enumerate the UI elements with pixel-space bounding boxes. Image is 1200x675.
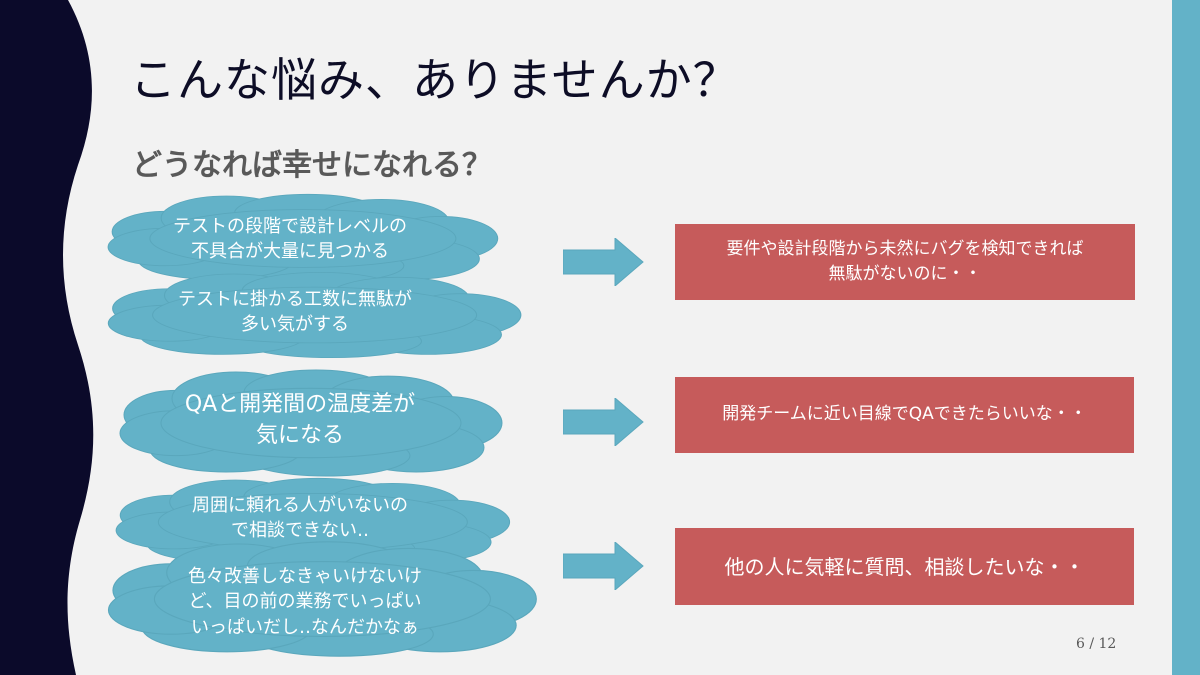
slide-subtitle: どうなれば幸せになれる？ <box>132 148 492 183</box>
worry-text-3: QAと開発間の温度差が 気になる <box>184 392 416 448</box>
page-number: 6 / 12 <box>1076 636 1117 652</box>
worry-text-4: 周囲に頼れる人がいないの で相談できない‥ <box>192 494 408 541</box>
worry-text-1: テストの段階で設計レベルの 不具合が大量に見つかる <box>173 215 407 262</box>
arrow-1 <box>563 238 644 286</box>
slide-title: こんな悩み、ありませんか？ <box>130 53 740 107</box>
worry-text-5: 色々改善しなきゃいけないけ ど、目の前の業務でいっぱい いっぱいだし‥なんだかな… <box>188 566 422 638</box>
arrow-2 <box>563 398 644 446</box>
right-band <box>1172 0 1200 675</box>
left-wavy-band <box>0 0 94 675</box>
wish-box-1: 要件や設計段階から未然にバグを検知できれば 無駄がないのに・・ <box>675 224 1135 300</box>
wish-box-2: 開発チームに近い目線でQAできたらいいな・・ <box>675 377 1134 453</box>
worry-text-2: テストに掛かる工数に無駄が 多い気がする <box>178 288 412 335</box>
wish-box-3: 他の人に気軽に質問、相談したいな・・ <box>675 528 1134 605</box>
arrow-3 <box>563 542 644 590</box>
